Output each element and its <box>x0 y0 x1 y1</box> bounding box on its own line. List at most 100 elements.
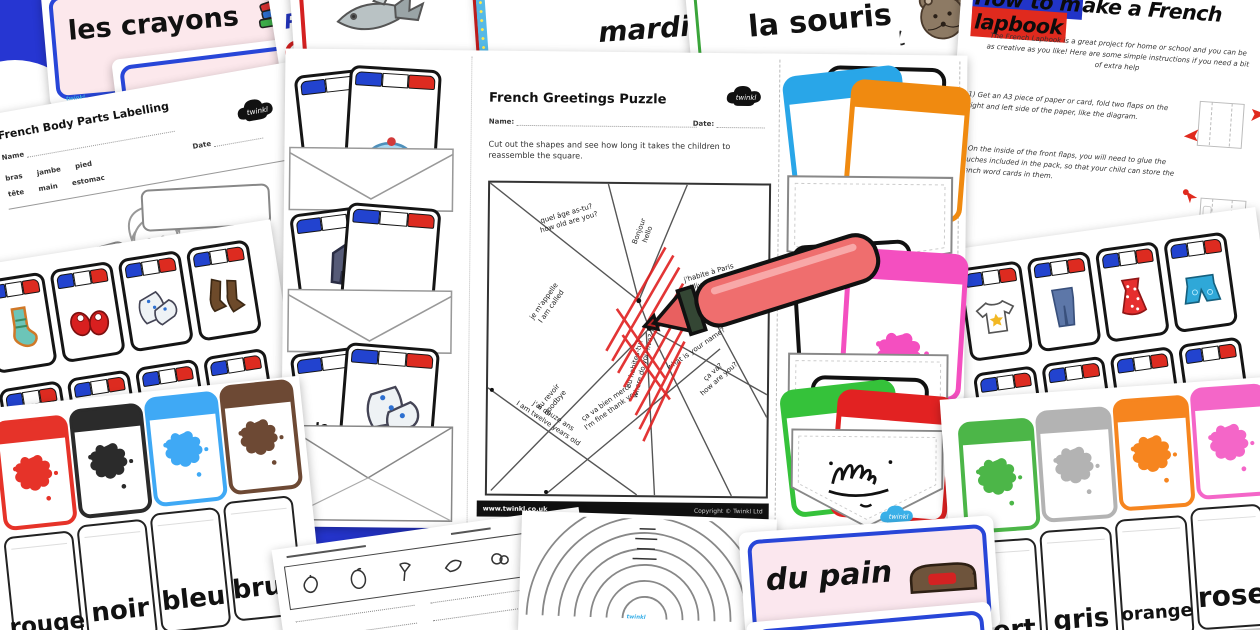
red-scribble <box>605 246 688 442</box>
colour-word: gris <box>1052 602 1111 630</box>
card-top-band <box>1037 409 1110 434</box>
splat-card-noir <box>68 402 154 520</box>
cut-line <box>466 56 473 523</box>
date-label: Date: <box>692 119 715 128</box>
brown-splat-icon <box>238 419 284 466</box>
twinkl-logo-black: twinkl <box>237 99 273 122</box>
card-top-band <box>853 82 968 116</box>
puzzle-square: quel âge as-tu? how old are you? Bonjour… <box>484 180 772 499</box>
writing-line <box>298 622 418 630</box>
french-flag-band <box>141 365 194 388</box>
center-worksheet-sheet: un manteau de Fre <box>280 48 972 534</box>
wordcard-bleu: bleu <box>149 506 232 630</box>
name-label: Name: <box>488 117 515 126</box>
clothing-flashcards-sheet-right: un tee-shirt un jean <box>943 207 1260 468</box>
shorts-icon <box>1185 274 1222 306</box>
date-line <box>716 118 765 129</box>
green-splat-icon <box>976 458 1023 506</box>
card-top-band <box>1192 386 1260 412</box>
tshirt-icon <box>975 300 1015 335</box>
date-label: Date <box>192 139 212 151</box>
food-doodle-icon <box>444 559 462 573</box>
trainers-icon <box>366 385 420 436</box>
splat-card-rouge <box>0 414 79 532</box>
blue-splat-icon <box>163 431 209 478</box>
twinkl-mark: twinkl <box>626 614 646 621</box>
jeans-icon <box>1051 287 1076 328</box>
wordcard-rose: rose <box>1189 503 1260 630</box>
envelope-card-trainers <box>337 341 441 460</box>
splat-card-gris <box>1034 405 1119 523</box>
food-doodle-icon <box>351 567 367 589</box>
splat-card-bleu <box>143 390 229 508</box>
card-top-band <box>221 381 292 409</box>
french-flag-band <box>209 354 263 377</box>
colour-word: bleu <box>160 580 227 618</box>
swimsuit-icon <box>1121 277 1148 316</box>
colour-cards-sheet-right: vert gris orange rose <box>939 376 1260 630</box>
card-top-band <box>1115 397 1187 423</box>
flashcard-fish: twinkl <box>287 0 492 90</box>
trainers-icon <box>139 291 178 326</box>
colour-word: orange <box>1120 599 1194 626</box>
french-flag-band <box>352 208 436 229</box>
envelope <box>288 146 454 212</box>
header-line <box>450 527 491 535</box>
french-flag-band <box>350 348 434 369</box>
pocket-with-scribble <box>790 428 944 528</box>
grey-splat-icon <box>1053 446 1100 494</box>
shoes-icon <box>70 310 110 337</box>
flashcard-socks <box>0 271 58 375</box>
twinkl-logo-blue: twinkl <box>880 505 913 525</box>
puzzle-title: French Greetings Puzzle <box>488 90 667 108</box>
french-flag-band <box>1184 343 1237 365</box>
socks-icon <box>10 306 39 348</box>
bread-icon <box>909 562 978 595</box>
splat-card-rose <box>1189 383 1260 501</box>
twinkl-logo-black: twinkl <box>726 86 761 106</box>
twinkl-logo-text: twinkl <box>736 94 757 102</box>
puzzle-date-field: Date: <box>692 118 765 129</box>
pink-splat-icon <box>1208 423 1255 472</box>
food-doodle-icon <box>399 562 412 582</box>
puzzle-name-field: Name: <box>488 116 697 128</box>
card-top-band <box>146 393 217 421</box>
colour-cards-sheet-left: rouge noir bleu brun <box>0 375 326 630</box>
card-top-band <box>840 392 952 426</box>
orange-splat-icon <box>1130 435 1178 483</box>
flashcard-du-pain: du pain <box>738 515 1001 630</box>
writing-line <box>295 604 415 623</box>
wordcard-orange: orange <box>1114 514 1195 630</box>
red-crayon-icon <box>641 233 881 337</box>
fish-icon <box>336 0 425 31</box>
lapbook-step1: 1) Get an A3 piece of paper or card, fol… <box>967 90 1169 121</box>
flashcard-boots <box>185 239 263 342</box>
name-label: Name <box>1 150 25 163</box>
rainbow-colouring-sheet: twinkl <box>517 510 778 630</box>
colour-word: rose <box>1196 576 1260 615</box>
french-flag-band <box>1116 352 1169 374</box>
fold-diagram-1 <box>1183 100 1260 149</box>
card-word: mardi <box>597 9 691 49</box>
date-line <box>212 129 264 148</box>
wordcard-gris: gris <box>1039 526 1120 630</box>
splat-card-brun <box>218 378 304 496</box>
rainbow-outline <box>525 514 764 624</box>
title-plain: ake a French <box>1081 0 1223 27</box>
wordcard-rouge: rouge <box>3 530 86 630</box>
date-field: Date <box>192 129 264 151</box>
wordcard-noir: noir <box>76 518 159 630</box>
boots-icon <box>210 278 247 314</box>
twinkl-logo-text: twinkl <box>246 105 269 118</box>
splat-card-vert <box>957 417 1041 535</box>
food-doodle-icon <box>491 553 510 565</box>
clothing-flashcards-sheet-left: des tennis des bottes <box>0 219 301 483</box>
french-flag-band <box>1047 362 1101 384</box>
card-top-band <box>960 420 1032 446</box>
flashcard-trainers <box>117 249 195 353</box>
name-line <box>516 116 697 128</box>
twinkl-logo-text: twinkl <box>889 513 909 521</box>
card-top-band <box>71 405 142 433</box>
splat-card-orange <box>1112 394 1196 512</box>
